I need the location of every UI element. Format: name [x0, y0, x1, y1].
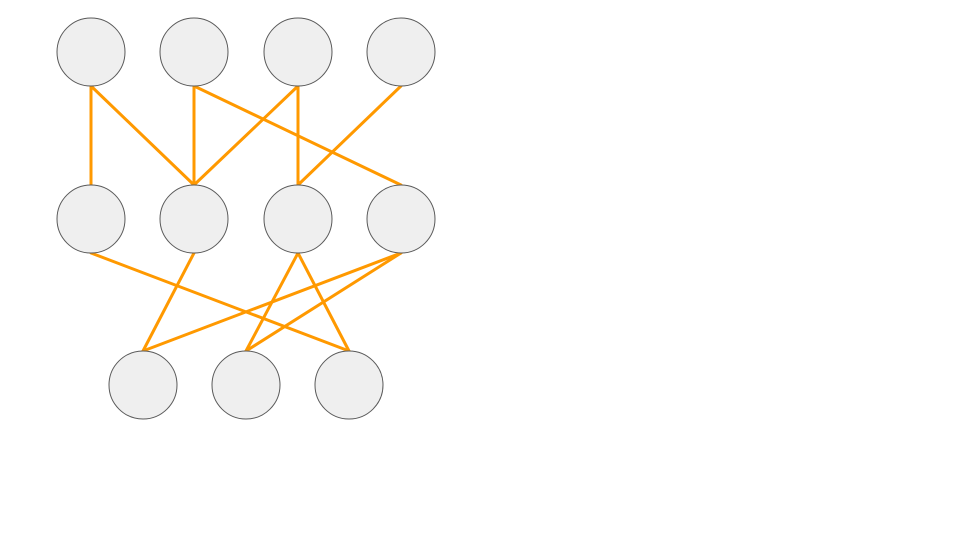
node-t3 — [263, 17, 333, 87]
edge-m2-b1 — [141, 251, 196, 353]
node-m4 — [366, 184, 436, 254]
node-m3 — [263, 184, 333, 254]
node-t2 — [159, 17, 229, 87]
node-t4 — [366, 17, 436, 87]
edge-m4-b1 — [141, 251, 403, 353]
node-b2 — [211, 350, 281, 420]
node-t1 — [56, 17, 126, 87]
node-m2 — [159, 184, 229, 254]
edge-m1-b3 — [89, 251, 351, 353]
edge-t3-m2 — [192, 84, 300, 187]
node-b1 — [108, 350, 178, 420]
node-m1 — [56, 184, 126, 254]
edge-t1-m2 — [89, 84, 196, 187]
node-b3 — [314, 350, 384, 420]
edge-m4-b2 — [244, 251, 403, 353]
nodes-layer — [56, 17, 436, 420]
edge-t4-m3 — [296, 84, 403, 187]
edges-layer — [89, 84, 403, 353]
